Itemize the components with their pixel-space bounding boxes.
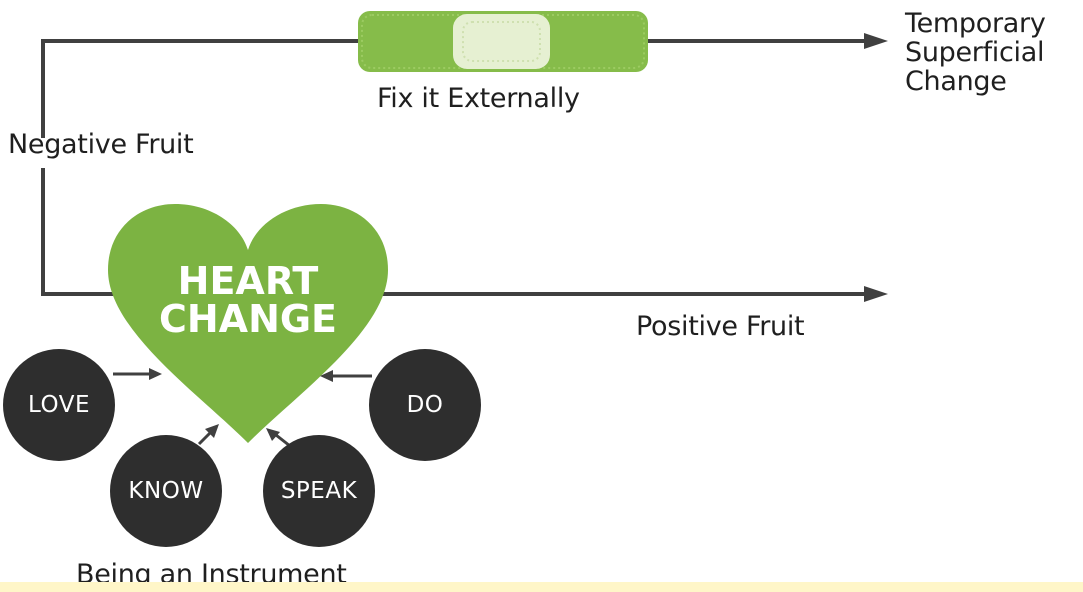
heart-line-1: HEART	[177, 259, 319, 303]
speak-label: SPEAK	[280, 478, 358, 504]
change-line: Change	[905, 66, 1007, 97]
heart-line-2: CHANGE	[158, 297, 338, 341]
do-label: DO	[406, 392, 444, 418]
top-path-arrowhead	[864, 33, 888, 49]
bottom-path-line	[41, 168, 866, 296]
love-circle	[3, 349, 115, 461]
do-to-heart-arrow	[320, 370, 372, 382]
love-to-heart-arrow	[113, 368, 162, 380]
speak-to-heart-arrow	[266, 428, 291, 448]
superficial-line: Superficial	[905, 37, 1045, 68]
bandage-icon	[358, 11, 648, 72]
negative-fruit-label: Negative Fruit	[8, 129, 194, 160]
speak-circle	[263, 435, 375, 547]
temporary-change-label: Temporary Superficial Change	[905, 9, 1046, 96]
do-circle	[369, 349, 481, 461]
heart-icon	[108, 204, 388, 443]
bottom-path-arrowhead	[864, 286, 888, 302]
know-circle	[110, 435, 222, 547]
know-to-heart-arrow	[197, 424, 219, 446]
positive-fruit-label: Positive Fruit	[636, 311, 805, 342]
know-label: KNOW	[128, 478, 204, 504]
love-label: LOVE	[28, 392, 90, 418]
fix-externally-label: Fix it Externally	[377, 83, 580, 114]
heart-change-label: HEART CHANGE	[148, 262, 348, 338]
temporary-line: Temporary	[905, 8, 1046, 39]
bottom-highlight-strip	[0, 582, 1083, 592]
